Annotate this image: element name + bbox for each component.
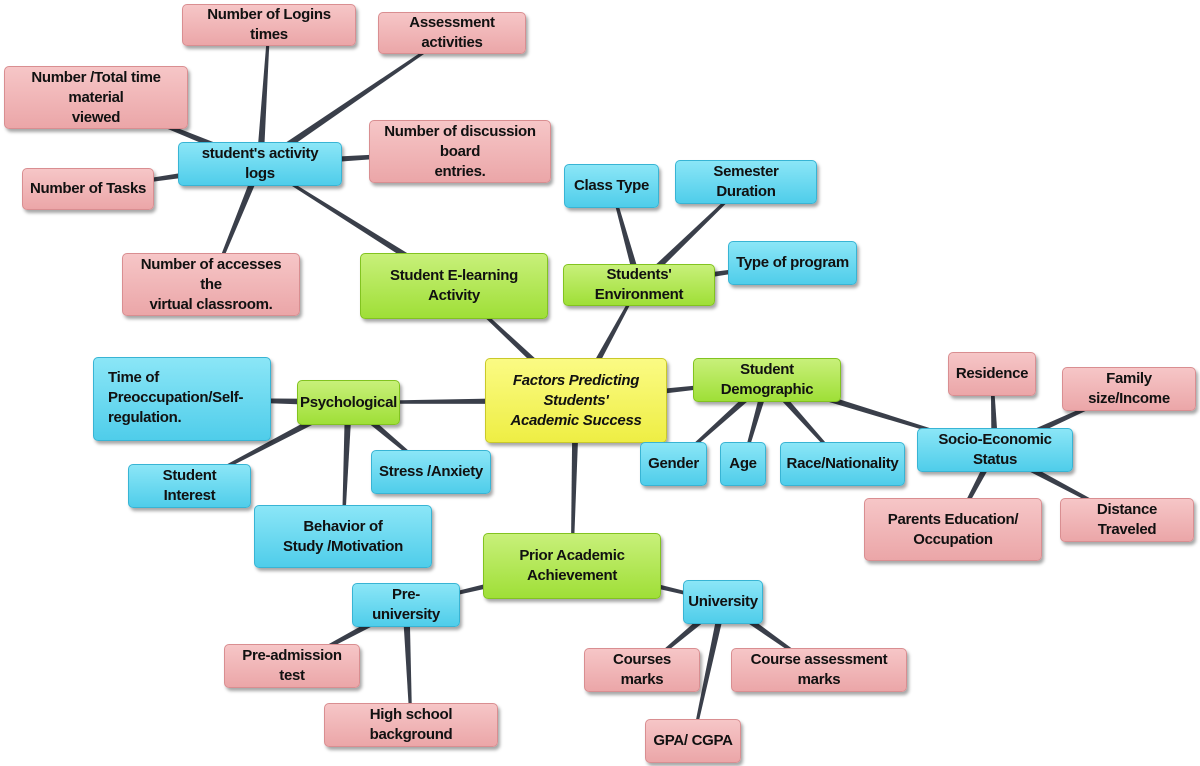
edge-university-to-gpa [691, 601, 727, 742]
total-time-node: Number /Total time material viewed [4, 66, 188, 129]
high-school-node-label: High school background [369, 706, 453, 743]
distance-traveled-node-label: Distance Traveled [1096, 501, 1158, 538]
student-interest-node-label: Student Interest [162, 467, 217, 504]
age-node-label: Age [729, 455, 757, 472]
courses-marks-node-label: Courses marks [613, 651, 671, 688]
environment-node-label: Students' Environment [594, 266, 684, 303]
stress-anxiety-node: Stress /Anxiety [371, 450, 491, 494]
assessment-activities-node: Assessment activities [378, 12, 526, 54]
socio-economic-node: Socio-Economic Status [917, 428, 1073, 472]
distance-traveled-node: Distance Traveled [1060, 498, 1194, 542]
center-node-label: Factors Predicting Students' Academic Su… [510, 371, 642, 429]
socio-economic-node-label: Socio-Economic Status [938, 431, 1052, 468]
elearning-node-label: Student E-learning Activity [390, 267, 518, 304]
demographic-node: Student Demographic [693, 358, 841, 402]
race-nationality-node-label: Race/Nationality [786, 455, 899, 472]
course-assessment-node-label: Course assessment marks [750, 651, 888, 688]
total-time-node-label: Number /Total time material viewed [31, 68, 161, 126]
elearning-node: Student E-learning Activity [360, 253, 548, 319]
edge-activity-logs-to-logins [256, 24, 271, 165]
course-assessment-node: Course assessment marks [731, 648, 907, 692]
assessment-activities-node-label: Assessment activities [409, 14, 495, 51]
environment-node: Students' Environment [563, 264, 715, 306]
pre-university-node: Pre-university [352, 583, 460, 627]
university-node: University [683, 580, 763, 624]
activity-logs-node: student's activity logs [178, 142, 342, 186]
logins-node: Number of Logins times [182, 4, 356, 46]
parents-education-node: Parents Education/ Occupation [864, 498, 1042, 561]
residence-node-label: Residence [955, 365, 1029, 382]
edge-environment-to-class-type [610, 185, 643, 286]
prior-achievement-node-label: Prior Academic Achievement [519, 547, 625, 584]
parents-education-node-label: Parents Education/ Occupation [887, 510, 1019, 548]
activity-logs-node-label: student's activity logs [201, 145, 319, 182]
demographic-node-label: Student Demographic [720, 361, 814, 398]
logins-node-label: Number of Logins times [207, 6, 331, 43]
tasks-node-label: Number of Tasks [29, 180, 147, 197]
accesses-node: Number of accesses the virtual classroom… [122, 253, 300, 316]
pre-admission-node-label: Pre-admission test [242, 647, 342, 684]
discussion-entries-node: Number of discussion board entries. [369, 120, 551, 183]
discussion-entries-node-label: Number of discussion board entries. [384, 122, 536, 180]
gpa-node-label: GPA/ CGPA [653, 732, 733, 749]
residence-node: Residence [948, 352, 1036, 396]
class-type-node: Class Type [564, 164, 659, 208]
stress-anxiety-node-label: Stress /Anxiety [379, 463, 483, 480]
behavior-motivation-node-label: Behavior of Study /Motivation [283, 517, 403, 555]
high-school-node: High school background [324, 703, 498, 747]
pre-university-node-label: Pre-university [372, 586, 440, 623]
gpa-node: GPA/ CGPA [645, 719, 741, 763]
center-node: Factors Predicting Students' Academic Su… [485, 358, 667, 443]
family-income-node-label: Family size/Income [1088, 370, 1170, 407]
time-preoccupation-node-label: Time of Preoccupation/Self- regulation. [108, 369, 244, 426]
race-nationality-node: Race/Nationality [780, 442, 905, 486]
tasks-node: Number of Tasks [22, 168, 154, 210]
program-type-node: Type of program [728, 241, 857, 285]
time-preoccupation-node: Time of Preoccupation/Self- regulation. [93, 357, 271, 441]
psychological-node-label: Psychological [300, 393, 397, 411]
psychological-node: Psychological [297, 380, 400, 425]
accesses-node-label: Number of accesses the virtual classroom… [140, 255, 282, 313]
class-type-node-label: Class Type [573, 177, 650, 194]
edge-environment-to-semester [636, 181, 747, 288]
university-node-label: University [688, 593, 758, 610]
behavior-motivation-node: Behavior of Study /Motivation [254, 505, 432, 568]
edge-psychological-to-behavior [341, 402, 352, 537]
edge-activity-logs-to-assessment [258, 32, 453, 167]
semester-duration-node: Semester Duration [675, 160, 817, 204]
gender-node-label: Gender [648, 455, 699, 472]
student-interest-node: Student Interest [128, 464, 251, 508]
family-income-node: Family size/Income [1062, 367, 1196, 411]
pre-admission-node: Pre-admission test [224, 644, 360, 688]
age-node: Age [720, 442, 766, 486]
edge-pre-university-to-high-school [402, 604, 413, 725]
courses-marks-node: Courses marks [584, 648, 700, 692]
program-type-node-label: Type of program [736, 254, 849, 271]
gender-node: Gender [640, 442, 707, 486]
semester-duration-node-label: Semester Duration [713, 163, 779, 200]
prior-achievement-node: Prior Academic Achievement [483, 533, 661, 599]
